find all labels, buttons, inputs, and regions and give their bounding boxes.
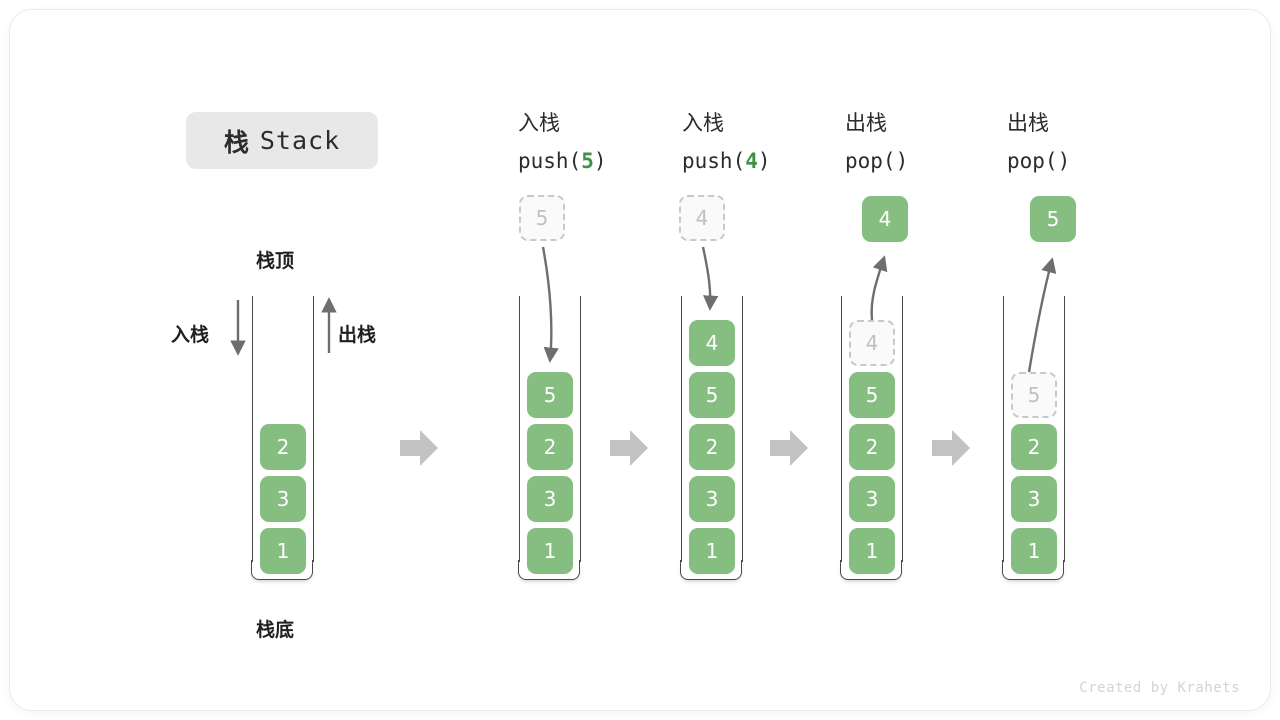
label-pop-side: 出栈	[338, 324, 377, 346]
stack-bottom-cap	[840, 560, 902, 580]
stack-cell: 5	[849, 372, 895, 418]
stage-separator-arrow-4	[932, 430, 970, 466]
stack-cell: 1	[849, 528, 895, 574]
stack-cell: 3	[849, 476, 895, 522]
floating-ghost-cell-5: 5	[519, 195, 565, 241]
stack-cell: 3	[260, 476, 306, 522]
stack-cell: 3	[689, 476, 735, 522]
stack-container-pop5: 5 2 3 1	[1002, 296, 1065, 580]
stack-cell-ghost: 5	[1011, 372, 1057, 418]
stack-cell: 3	[527, 476, 573, 522]
stack-wall-right	[313, 296, 314, 562]
operation-arg-4: 4	[745, 149, 758, 173]
stack-cell: 2	[1011, 424, 1057, 470]
title-chinese: 栈	[223, 127, 250, 157]
stack-bottom-cap	[518, 560, 580, 580]
stage-separator-arrow-2	[610, 430, 648, 466]
operation-label-pop-4: 出栈 pop()	[845, 104, 908, 180]
stack-container-initial: 2 3 1	[251, 296, 314, 580]
stack-cell: 4	[689, 320, 735, 366]
stack-bottom-cap	[1002, 560, 1064, 580]
stack-cell-ghost: 4	[849, 320, 895, 366]
operation-label-pop-5: 出栈 pop()	[1007, 104, 1070, 180]
stack-bottom-cap	[251, 560, 313, 580]
stack-cell: 2	[849, 424, 895, 470]
label-stack-top: 栈顶	[256, 250, 295, 272]
stack-cell: 1	[260, 528, 306, 574]
operation-label-push-5: 入栈 push(5)	[518, 104, 607, 180]
operation-arg-5: 5	[581, 149, 594, 173]
stack-wall-left	[252, 296, 253, 562]
stack-wall-left	[1003, 296, 1004, 562]
stack-wall-right	[742, 296, 743, 562]
stack-cell: 1	[1011, 528, 1057, 574]
stack-wall-left	[681, 296, 682, 562]
stack-container-push5: 5 2 3 1	[518, 296, 581, 580]
operation-code-pop-5: pop()	[1007, 149, 1071, 173]
operation-cn-pop-5: 出栈	[1007, 111, 1049, 135]
stack-cell: 1	[527, 528, 573, 574]
stack-cell: 3	[1011, 476, 1057, 522]
label-stack-bottom: 栈底	[256, 619, 295, 641]
stage-separator-arrow-3	[770, 430, 808, 466]
floating-popped-cell-4: 4	[862, 196, 908, 242]
operation-cn-push-5: 入栈	[518, 111, 560, 135]
operation-code-push-5: push(5)	[518, 149, 607, 173]
operation-code-push-4: push(4)	[682, 149, 771, 173]
credit-text: Created by Krahets	[1079, 680, 1240, 696]
operation-cn-pop-4: 出栈	[845, 111, 887, 135]
stack-wall-right	[902, 296, 903, 562]
stack-container-pop4: 4 5 2 3 1	[840, 296, 903, 580]
stack-container-push4: 4 5 2 3 1	[680, 296, 743, 580]
stack-cell: 1	[689, 528, 735, 574]
floating-ghost-cell-4: 4	[679, 195, 725, 241]
stack-wall-left	[841, 296, 842, 562]
stack-cell: 2	[527, 424, 573, 470]
stack-wall-left	[519, 296, 520, 562]
operation-cn-push-4: 入栈	[682, 111, 724, 135]
title-badge: 栈 Stack	[186, 112, 378, 169]
stack-cell: 5	[689, 372, 735, 418]
stage-separator-arrow-1	[400, 430, 438, 466]
label-push-side: 入栈	[171, 324, 210, 346]
operation-code-pop-4: pop()	[845, 149, 909, 173]
title-english: Stack	[259, 126, 341, 155]
stack-wall-right	[580, 296, 581, 562]
operation-label-push-4: 入栈 push(4)	[682, 104, 771, 180]
floating-popped-cell-5: 5	[1030, 196, 1076, 242]
stack-wall-right	[1064, 296, 1065, 562]
stack-cell: 2	[689, 424, 735, 470]
stack-bottom-cap	[680, 560, 742, 580]
stack-cell: 2	[260, 424, 306, 470]
stack-cell: 5	[527, 372, 573, 418]
